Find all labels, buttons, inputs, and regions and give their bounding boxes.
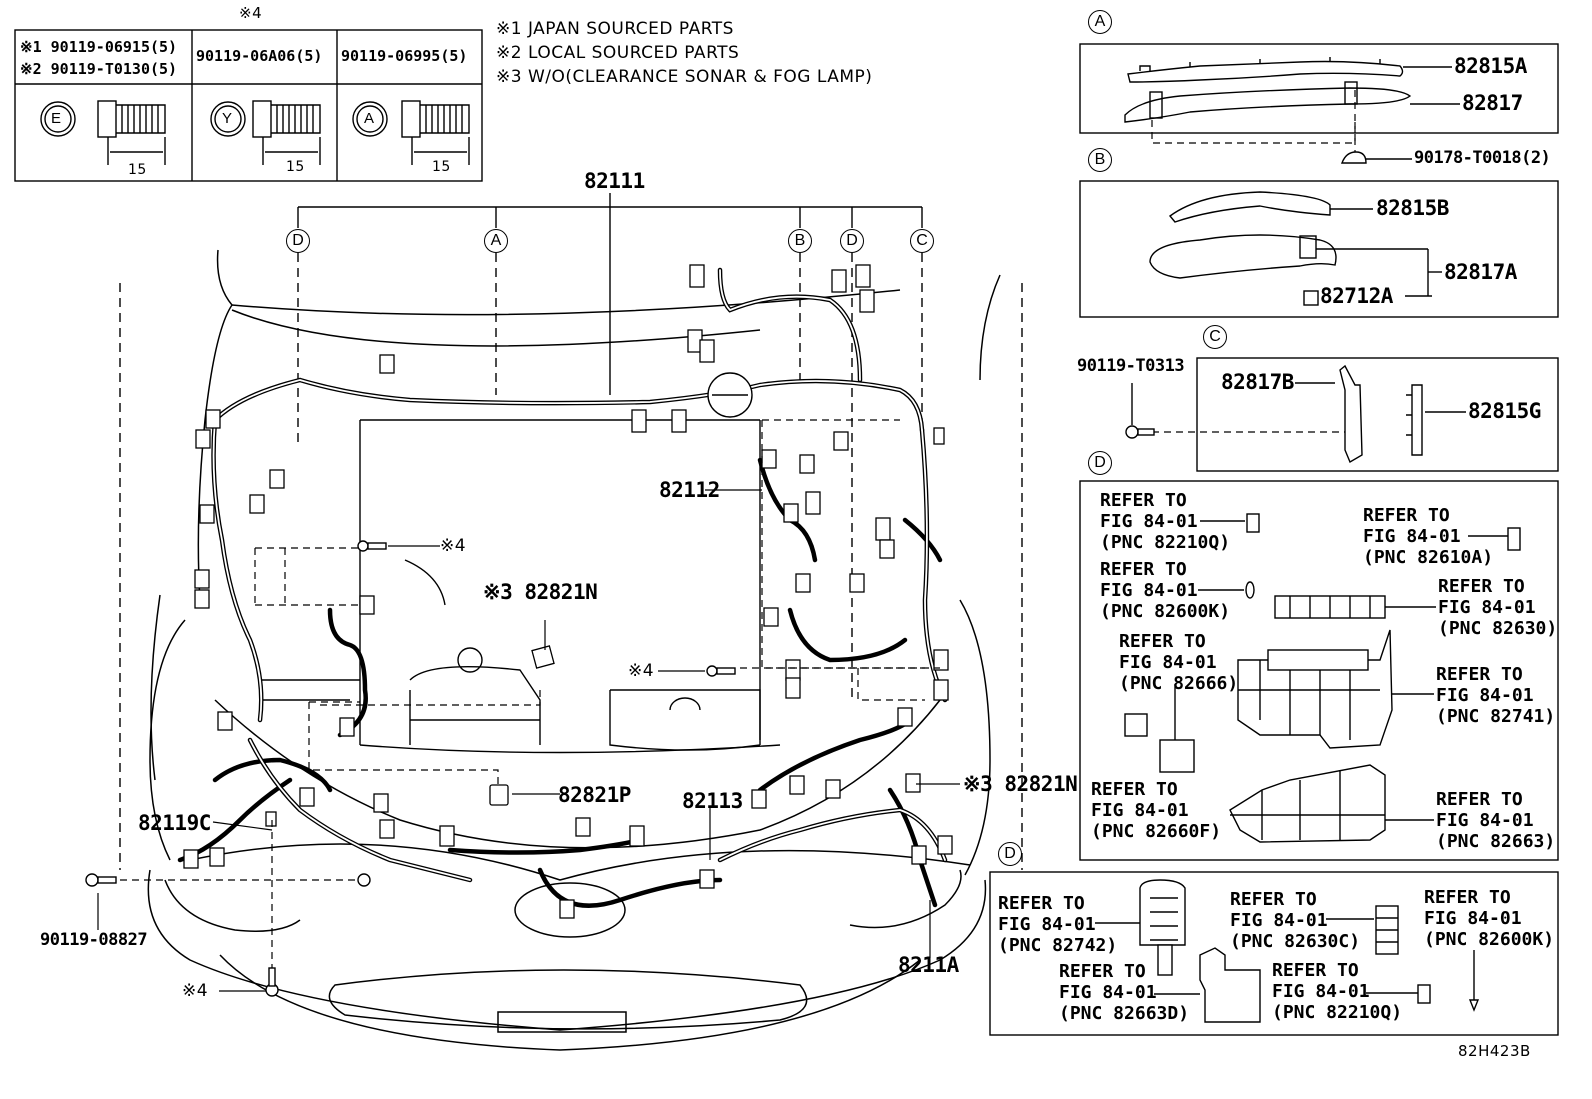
ref-82666: REFER TO FIG 84-01 (PNC 82666) [1119,631,1239,694]
part-90119-08827: 90119-08827 [40,930,148,950]
part-82815g: 82815G [1468,399,1541,423]
mark-4-lower: ※4 [182,981,209,1001]
part-82817: 82817 [1462,91,1523,115]
callout-b: B [788,229,812,253]
detail-a-letter: A [1088,10,1112,34]
ref-82663: REFER TO FIG 84-01 (PNC 82663) [1436,789,1556,852]
part-82817b: 82817B [1221,370,1294,394]
note-japan-sourced: ※1 JAPAN SOURCED PARTS [496,19,734,39]
part-82815b: 82815B [1376,196,1449,220]
ref-82610a: REFER TO FIG 84-01 (PNC 82610A) [1363,505,1494,568]
part-90178-t0018: 90178-T0018(2) [1414,148,1551,168]
part-82815a: 82815A [1454,54,1527,78]
part-82712a: 82712A [1320,284,1393,308]
part-82821n-left: ※3 82821N [483,580,598,604]
part-82111: 82111 [584,169,645,193]
ref-82660f: REFER TO FIG 84-01 (PNC 82660F) [1091,779,1222,842]
callout-leaders [119,193,1023,870]
callout-c: C [910,229,934,253]
part-90119-t0313: 90119-T0313 [1077,356,1185,376]
harness-inner [212,269,946,881]
bolt-length-3: 15 [432,159,451,175]
ref-82210q: REFER TO FIG 84-01 (PNC 82210Q) [1100,490,1231,553]
detail-b-art [1079,180,1559,318]
note-local-sourced: ※2 LOCAL SOURCED PARTS [496,43,740,63]
ref-82630c: REFER TO FIG 84-01 (PNC 82630C) [1230,889,1361,952]
fastener-col3: 90119-06995(5) [341,47,468,65]
ref-82600k-lower: REFER TO FIG 84-01 (PNC 82600K) [1424,887,1555,950]
mark-4-upper: ※4 [440,536,467,556]
detail-d1-letter: D [1088,451,1112,475]
detail-a-art [1079,43,1559,164]
fastener-table-mark: ※4 [239,4,263,22]
bolt-length-1: 15 [128,162,147,178]
note-without-sonar: ※3 W/O(CLEARANCE SONAR & FOG LAMP) [496,67,873,87]
figure-code: 82H423B [1458,1042,1531,1060]
ref-82663d: REFER TO FIG 84-01 (PNC 82663D) [1059,961,1190,1024]
fastener-col2: 90119-06A06(5) [196,47,323,65]
engine-bay-outline [260,419,781,754]
ref-82210q-lower: REFER TO FIG 84-01 (PNC 82210Q) [1272,960,1403,1023]
callout-d-left: D [286,229,310,253]
detail-d2-art [989,871,1559,1036]
detail-d1-art [1079,480,1559,861]
callout-a: A [484,229,508,253]
fastener-col1-line2: ※2 90119-T0130(5) [20,60,178,78]
connectors [183,264,953,919]
detail-c-letter: C [1203,325,1227,349]
fastener-table-grid [14,29,483,182]
leader-lines [97,489,960,992]
part-8211a: 8211A [898,953,959,977]
callout-d-right: D [840,229,864,253]
ref-82600k: REFER TO FIG 84-01 (PNC 82600K) [1100,559,1231,622]
part-82821p: 82821P [558,783,631,807]
bolt-head-label-e: E [51,110,62,127]
part-82817a: 82817A [1444,260,1517,284]
dashed-leaders [108,90,1356,975]
bolt-length-2: 15 [286,159,305,175]
car-body-outline [147,249,1001,1051]
mark-4-middle: ※4 [628,661,655,681]
part-82119c: 82119C [138,811,211,835]
part-82113: 82113 [682,789,743,813]
detail-c-art [1125,357,1559,472]
part-82821n-right: ※3 82821N [963,772,1078,796]
ref-82742: REFER TO FIG 84-01 (PNC 82742) [998,893,1118,956]
bolt-head-label-y: Y [222,110,233,127]
bolt-drawings [40,100,470,165]
fastener-col1-line1: ※1 90119-06915(5) [20,38,178,56]
ref-82630: REFER TO FIG 84-01 (PNC 82630) [1438,576,1558,639]
bolt-head-label-a: A [364,110,375,127]
detail-d2-letter: D [998,842,1022,866]
detail-b-letter: B [1088,148,1112,172]
part-82112: 82112 [659,478,720,502]
ref-82741: REFER TO FIG 84-01 (PNC 82741) [1436,664,1556,727]
main-bolts [85,540,736,997]
harness-grommet [707,372,753,418]
